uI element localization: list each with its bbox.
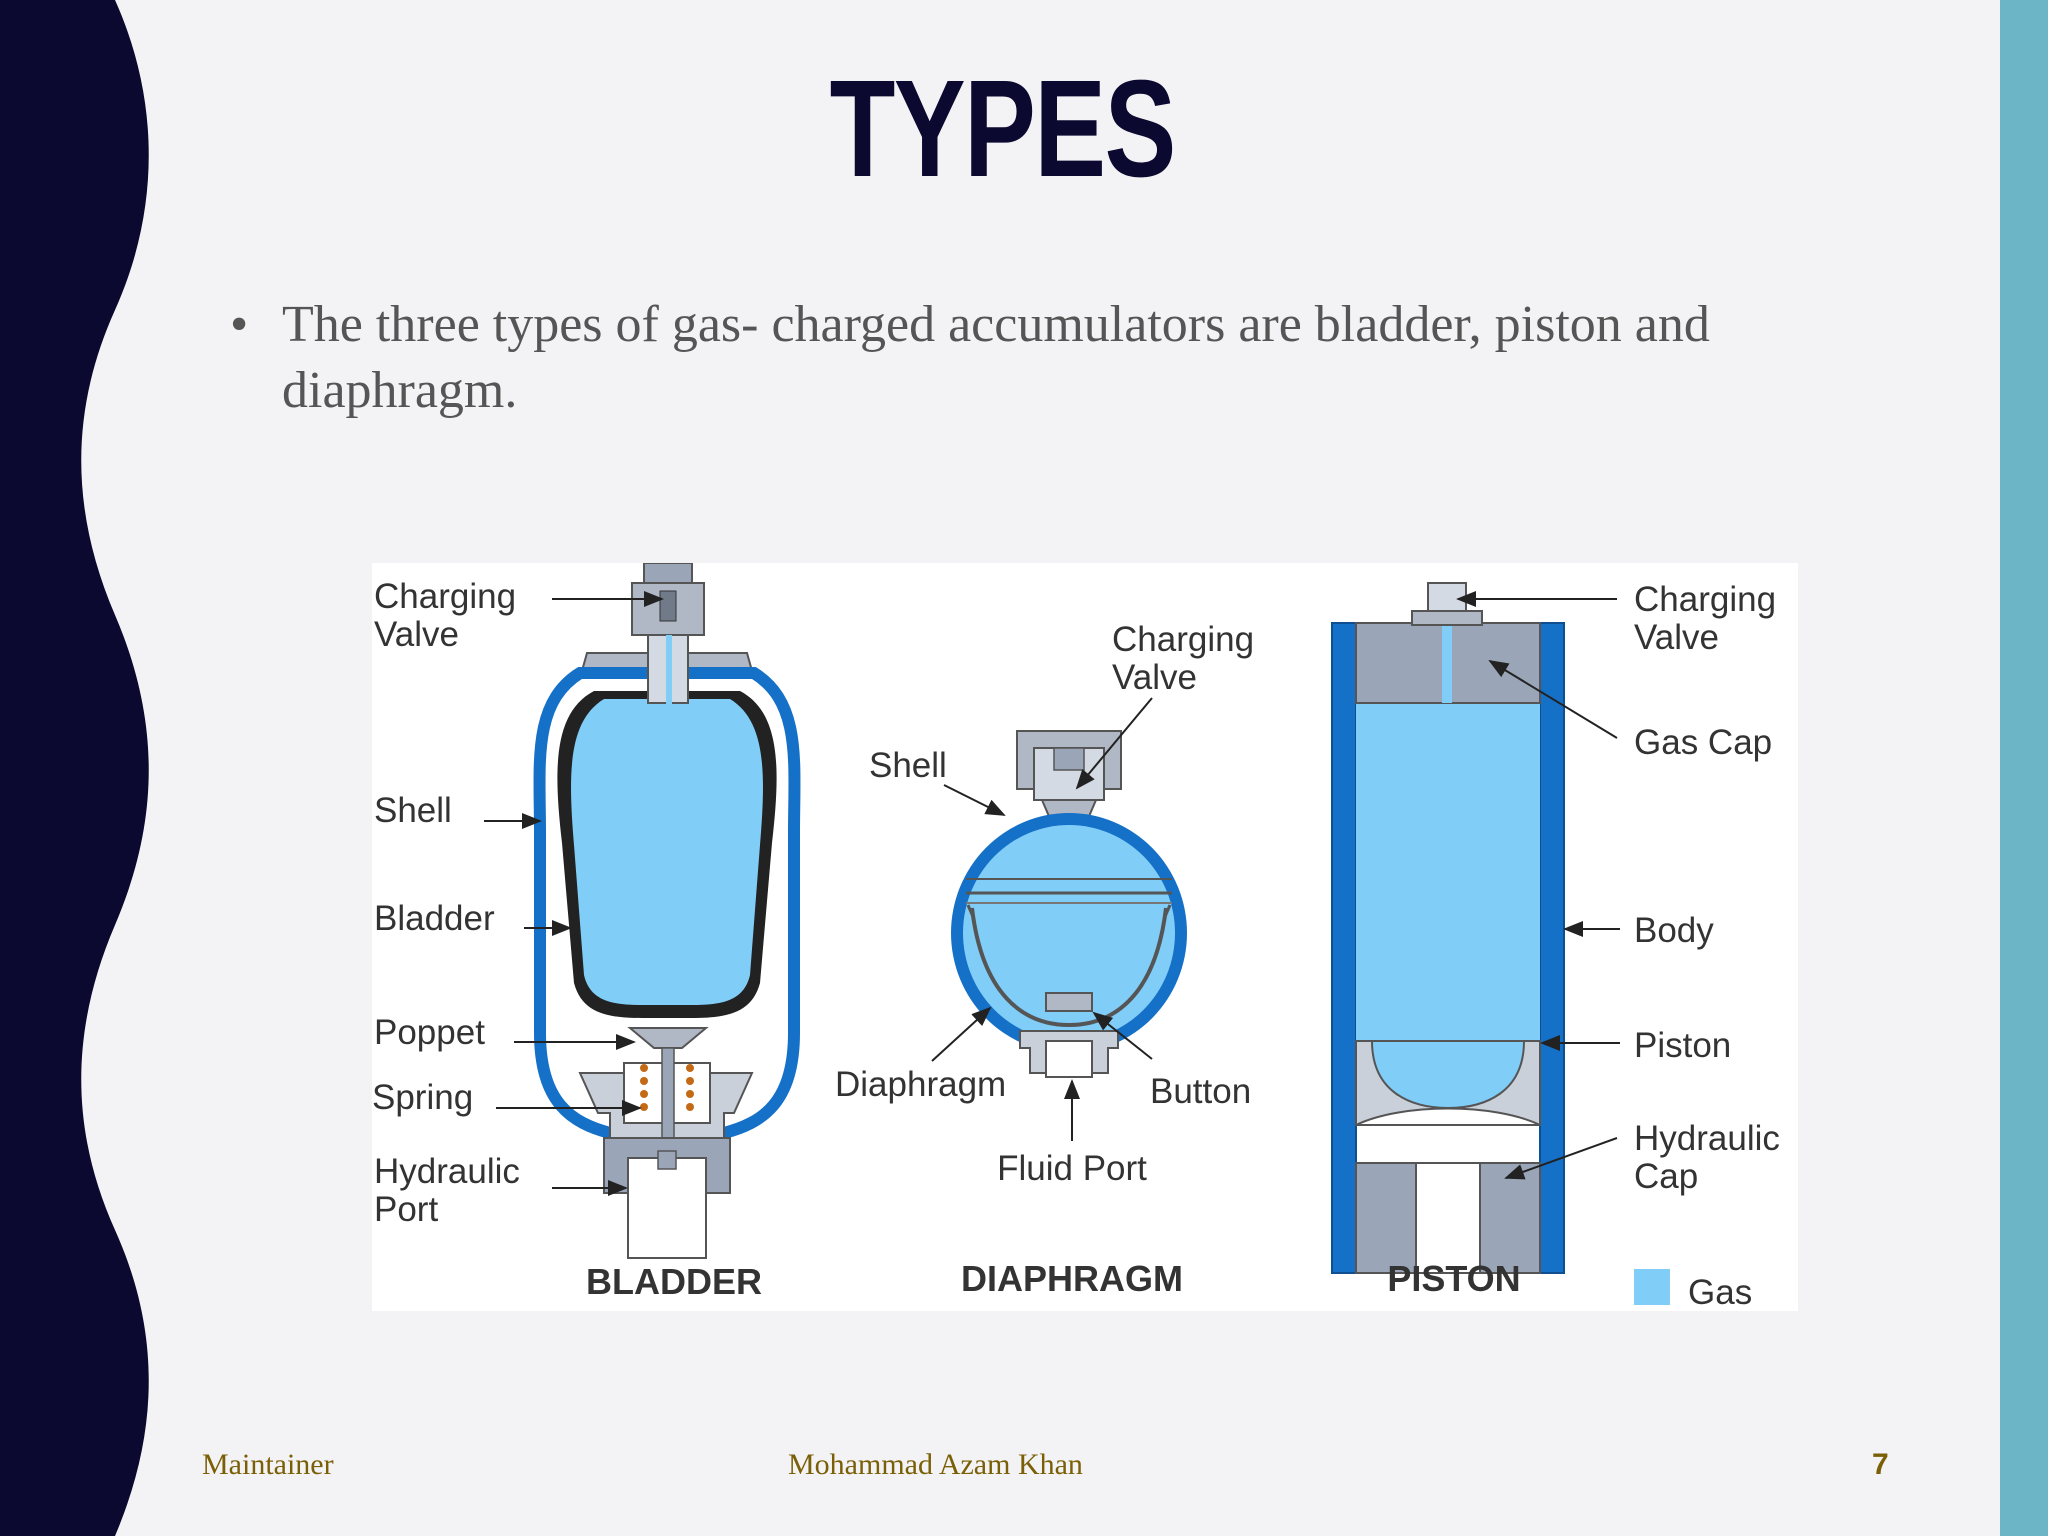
left-wave-decoration xyxy=(0,0,149,1536)
piston-label-valve: Valve xyxy=(1634,618,1719,657)
diaphragm-accumulator: Charging Valve Shell Diaphragm Button Fl… xyxy=(835,620,1254,1299)
bullet-dot-icon: • xyxy=(230,296,249,353)
piston-label-charging: Charging xyxy=(1634,580,1776,619)
bladder-caption: BLADDER xyxy=(586,1261,762,1302)
page-number: 7 xyxy=(1872,1448,1889,1481)
diaphragm-label-charging: Charging xyxy=(1112,620,1254,659)
bladder-label-shell: Shell xyxy=(374,791,452,830)
bladder-label-poppet: Poppet xyxy=(374,1013,485,1052)
bladder-label-port: Port xyxy=(374,1190,438,1229)
slide-title: TYPES xyxy=(829,52,1177,206)
piston-label-piston: Piston xyxy=(1634,1026,1731,1065)
legend-gas-swatch xyxy=(1634,1269,1670,1305)
diaphragm-label-valve: Valve xyxy=(1112,658,1197,697)
legend-gas-label: Gas xyxy=(1688,1273,1752,1311)
bladder-label-valve: Valve xyxy=(374,615,459,654)
diaphragm-caption: DIAPHRAGM xyxy=(961,1258,1183,1299)
diaphragm-label-fluid-port: Fluid Port xyxy=(997,1149,1147,1188)
bullet-text: The three types of gas- charged accumula… xyxy=(282,296,1710,419)
diaphragm-label-shell: Shell xyxy=(869,746,947,785)
piston-accumulator: Charging Valve Gas Cap Body Piston Hydra… xyxy=(1331,580,1780,1299)
bladder-label-hydraulic: Hydraulic xyxy=(374,1152,520,1191)
bladder-label-bladder: Bladder xyxy=(374,899,495,938)
piston-label-gas-cap: Gas Cap xyxy=(1634,723,1772,762)
diaphragm-label-diaphragm: Diaphragm xyxy=(835,1065,1006,1104)
bladder-label-charging: Charging xyxy=(374,577,516,616)
bladder-accumulator: Charging Valve Shell Bladder Poppet Spri… xyxy=(372,562,801,1302)
diaphragm-label-button: Button xyxy=(1150,1072,1251,1111)
piston-label-hydraulic: Hydraulic xyxy=(1634,1119,1780,1158)
footer-author: Mohammad Azam Khan xyxy=(788,1448,1083,1481)
accumulator-diagram: Charging Valve Shell Bladder Poppet Spri… xyxy=(372,562,1798,1312)
footer-left-text: Maintainer xyxy=(202,1448,334,1481)
bullet-point: • The three types of gas- charged accumu… xyxy=(230,292,1812,424)
accumulator-diagram-svg: Charging Valve Shell Bladder Poppet Spri… xyxy=(372,562,1780,1312)
spring-icon xyxy=(640,1064,694,1111)
bladder-label-spring: Spring xyxy=(372,1078,473,1117)
piston-caption: PISTON xyxy=(1387,1258,1520,1299)
right-accent-band xyxy=(2000,0,2048,1536)
piston-label-body: Body xyxy=(1634,911,1714,950)
piston-label-cap: Cap xyxy=(1634,1157,1698,1196)
